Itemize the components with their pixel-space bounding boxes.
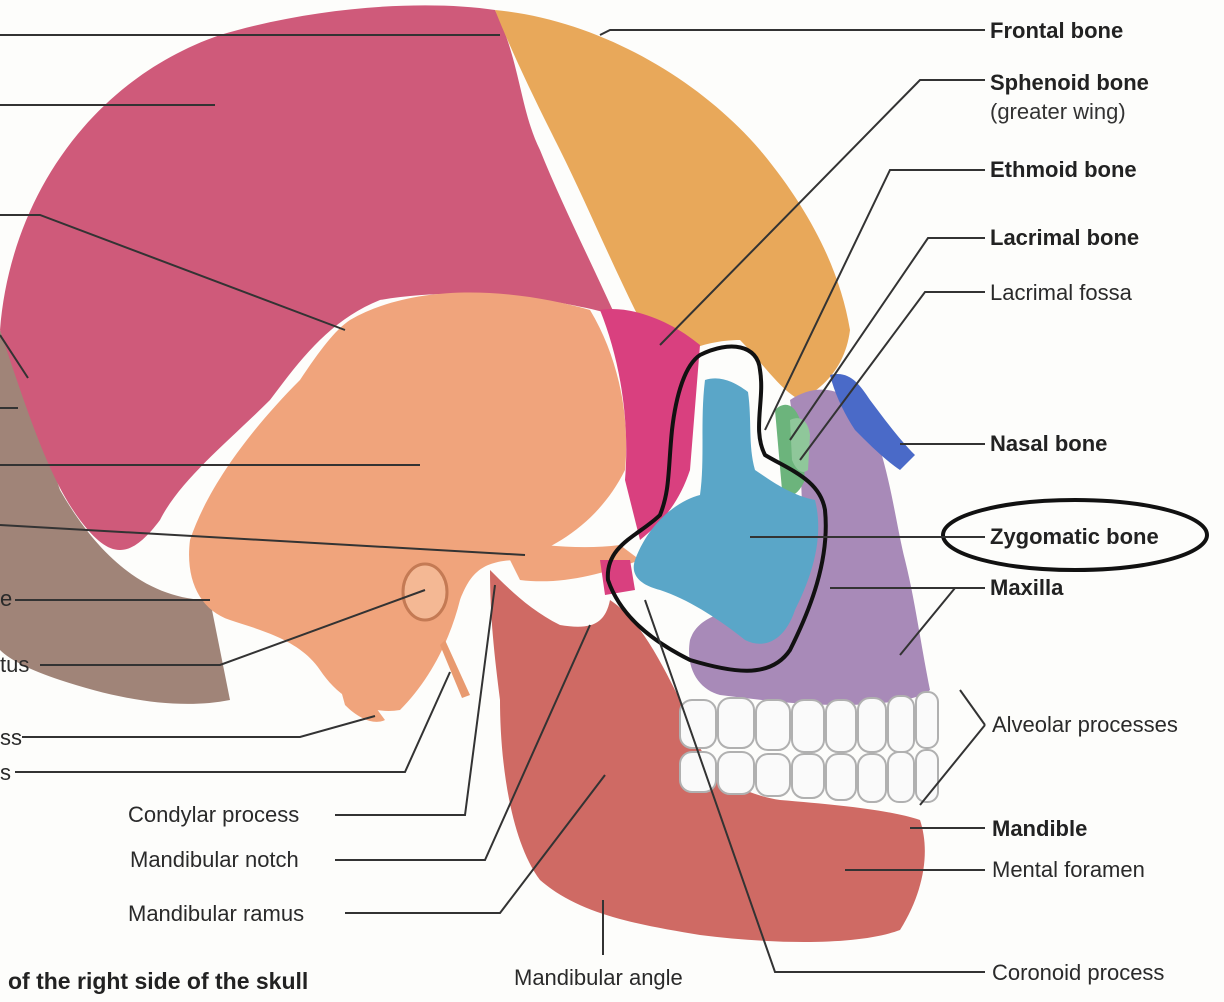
label-mandibular-ramus: Mandibular ramus [128, 901, 305, 926]
leader-left-10 [22, 715, 376, 738]
parietal-bone [0, 5, 615, 551]
label-sphenoid-sub: (greater wing) [990, 99, 1126, 124]
nasal-bone [830, 374, 915, 470]
label-mental-foramen: Mental foramen [992, 857, 1145, 882]
frontal-bone [495, 10, 850, 400]
leader-frontal [599, 29, 985, 36]
temporal-bone [189, 292, 627, 711]
zygomatic-label-circle [941, 498, 1209, 572]
leader-left-11 [15, 671, 451, 773]
styloid-process [440, 640, 470, 698]
label-mandibular-angle: Mandibular angle [514, 965, 683, 990]
ear-canal [401, 562, 449, 622]
sphenoid-bone [600, 309, 700, 540]
label-condylar-process: Condylar process [128, 802, 300, 827]
label-fragment-1: e [0, 586, 13, 611]
mastoid-process [330, 650, 385, 722]
label-maxilla: Maxilla [990, 575, 1064, 600]
sphenoid-lower [600, 560, 635, 595]
leader-sphenoid [659, 79, 985, 346]
leader-coronoid [644, 599, 985, 973]
label-fragment-2: tus [0, 652, 30, 677]
leader-lacrimal [789, 237, 985, 441]
leader-condylar [335, 584, 496, 816]
label-alveolar-processes: Alveolar processes [992, 712, 1178, 737]
zygomatic-bone [633, 378, 819, 644]
label-mandible: Mandible [992, 816, 1088, 841]
label-zygomatic-bone: Zygomatic bone [990, 524, 1159, 549]
label-coronoid-process: Coronoid process [992, 960, 1165, 985]
occipital-bone [0, 330, 230, 704]
leader-left-3 [0, 214, 346, 331]
leader-lacrimal-fossa [799, 291, 985, 461]
label-frontal-bone: Frontal bone [990, 18, 1124, 43]
label-fragment-3: ss [0, 725, 22, 750]
leader-alveolar-lower [919, 724, 986, 806]
leader-left-9 [40, 589, 426, 666]
label-mandibular-notch: Mandibular notch [130, 847, 299, 872]
zygomatic-highlight-outline [605, 344, 828, 673]
leader-left-4 [0, 334, 29, 379]
leader-ethmoid [764, 169, 985, 431]
leader-alveolar-upper [959, 689, 986, 726]
leader-mandibular-notch [335, 624, 591, 861]
leader-lines [0, 29, 986, 973]
label-fragment-4: s [0, 760, 11, 785]
leader-left-7 [0, 524, 526, 556]
label-lacrimal-fossa: Lacrimal fossa [990, 280, 1132, 305]
label-ethmoid-bone: Ethmoid bone [990, 157, 1137, 182]
leader-mandibular-ramus [345, 774, 606, 914]
upper-teeth [679, 691, 939, 753]
figure-caption: of the right side of the skull [8, 968, 309, 994]
label-nasal-bone: Nasal bone [990, 431, 1108, 456]
label-lacrimal-bone: Lacrimal bone [990, 225, 1140, 250]
mandible-bone [490, 570, 925, 942]
label-sphenoid-bone: Sphenoid bone [990, 70, 1149, 95]
